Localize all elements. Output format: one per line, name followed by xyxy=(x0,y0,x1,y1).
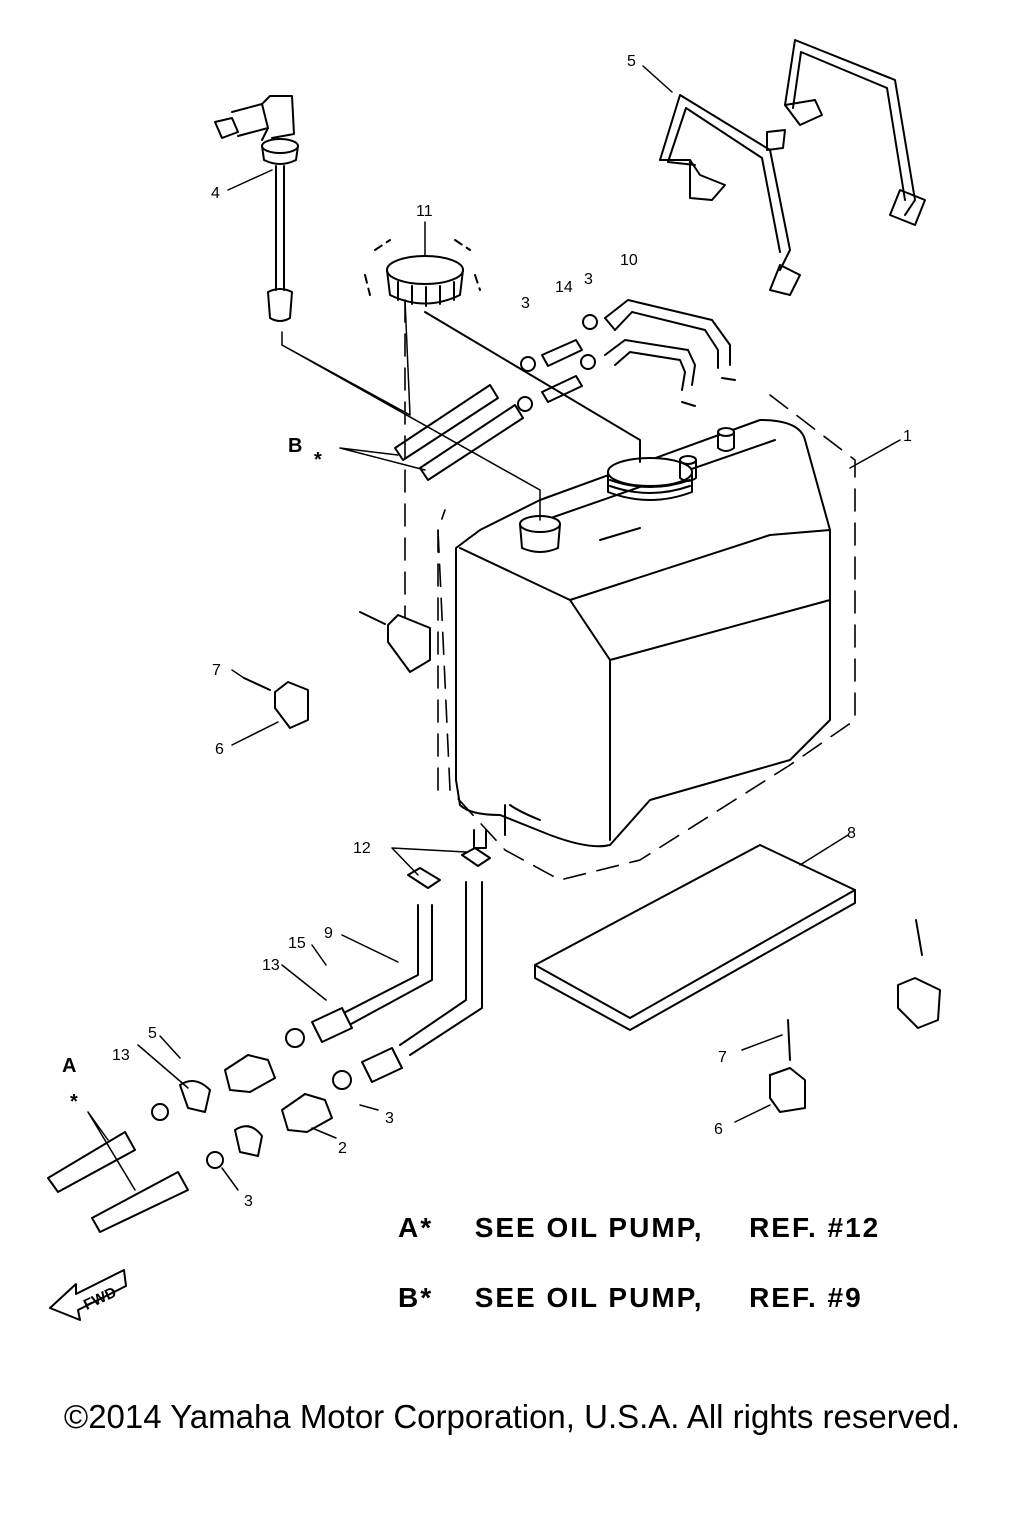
note-b-ref-no: REF. #9 xyxy=(749,1282,863,1313)
callout-7: 7 xyxy=(718,1049,727,1066)
callout-2: 2 xyxy=(338,1140,347,1157)
note-b-ref: B* xyxy=(398,1282,434,1313)
upper-hoses xyxy=(517,299,736,412)
callout-1: 1 xyxy=(903,428,912,445)
vent-pipes-b xyxy=(394,384,524,481)
copyright-notice: ©2014 Yamaha Motor Corporation, U.S.A. A… xyxy=(63,1398,961,1435)
callout-8: 8 xyxy=(847,825,856,842)
level-sender xyxy=(214,95,299,322)
callout-12: 12 xyxy=(353,840,371,857)
callout-5: 5 xyxy=(148,1025,157,1042)
note-a: A* SEE OIL PUMP, REF. #12 xyxy=(398,1212,880,1244)
forward-arrow-icon: FWD xyxy=(49,1269,127,1321)
callout-3: 3 xyxy=(521,295,530,312)
callout-14: 14 xyxy=(555,279,573,296)
brackets-and-bolts xyxy=(243,611,941,1113)
tank-straps xyxy=(659,39,926,296)
callout-13: 13 xyxy=(262,957,280,974)
callout-15: 15 xyxy=(288,935,306,952)
callout-6: 6 xyxy=(714,1121,723,1138)
callout-11: 11 xyxy=(416,203,433,220)
callout-10: 10 xyxy=(620,252,638,269)
note-a-ref: A* xyxy=(398,1212,434,1243)
filler-cap xyxy=(364,239,641,463)
note-a-text: SEE OIL PUMP, xyxy=(474,1212,704,1243)
note-b-text: SEE OIL PUMP, xyxy=(474,1282,704,1313)
callout-7: 7 xyxy=(212,662,221,679)
marker-b-letter: B xyxy=(288,435,302,457)
lower-hoses-and-filters xyxy=(151,847,491,1169)
callout-4: 4 xyxy=(211,185,220,202)
callout-13: 13 xyxy=(112,1047,130,1064)
callout-3: 3 xyxy=(385,1110,394,1127)
callout-6: 6 xyxy=(215,741,224,758)
callout-3: 3 xyxy=(584,271,593,288)
assembly-outline xyxy=(404,299,856,881)
callout-9: 9 xyxy=(324,925,333,942)
note-a-ref-no: REF. #12 xyxy=(749,1212,881,1243)
oil-lines-a xyxy=(47,1131,189,1233)
marker-b-star: * xyxy=(314,449,322,471)
callout-3: 3 xyxy=(244,1193,253,1210)
oil-tank xyxy=(455,419,831,849)
callout-5: 5 xyxy=(627,53,636,70)
note-b: B* SEE OIL PUMP, REF. #9 xyxy=(398,1282,863,1314)
marker-a-letter: A xyxy=(62,1055,76,1077)
marker-a-star: * xyxy=(70,1091,78,1113)
tank-pad xyxy=(534,844,856,1031)
